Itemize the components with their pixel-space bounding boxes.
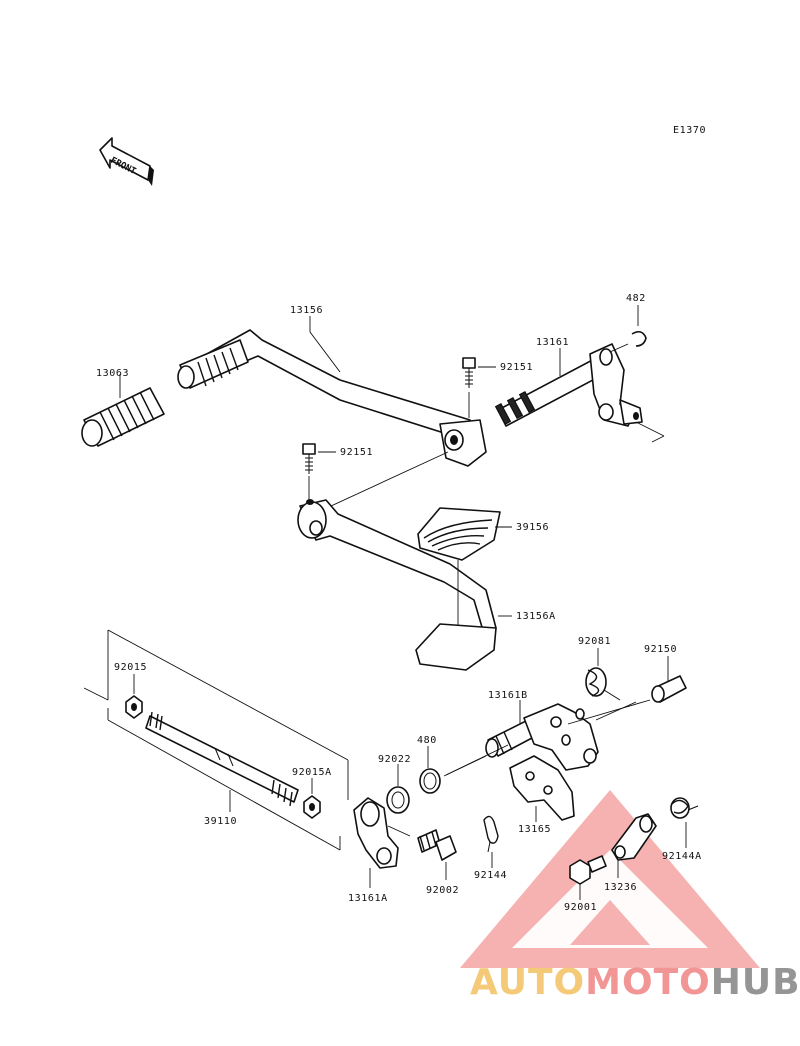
plate-13165 <box>509 755 575 822</box>
watermark-text: AUTOMOTOHUB <box>470 962 800 1003</box>
part-label-13236: 13236 <box>604 882 637 893</box>
part-label-13161A: 13161A <box>348 893 388 904</box>
spring-92144 <box>483 815 499 868</box>
svg-text:AUTOMOTOHUB: AUTOMOTOHUB <box>470 962 800 1003</box>
part-label-480: 480 <box>417 735 437 746</box>
part-label-92081: 92081 <box>578 636 611 647</box>
watermark-moto: MOTO <box>585 962 711 1003</box>
part-label-13161B: 13161B <box>488 690 528 701</box>
diagram-ref-code: E1370 <box>673 125 706 136</box>
pin-92150 <box>651 656 687 703</box>
assembly-line-1 <box>317 451 449 513</box>
spring-92081 <box>585 648 621 701</box>
spring-92144A <box>670 797 699 848</box>
part-label-13165: 13165 <box>518 824 551 835</box>
part-label-39156: 39156 <box>516 522 549 533</box>
washer-92022 <box>386 764 410 814</box>
watermark-logo <box>460 790 760 968</box>
part-label-92001: 92001 <box>564 902 597 913</box>
lever-13161A <box>353 797 399 888</box>
leader-lines <box>119 316 561 617</box>
watermark-auto: AUTO <box>470 962 585 1003</box>
arm-13236 <box>611 813 657 878</box>
brake-pad-39156 <box>417 507 501 626</box>
part-label-92015: 92015 <box>114 662 147 673</box>
nut-92015 <box>125 674 143 719</box>
part-label-13156: 13156 <box>290 305 323 316</box>
assembly-frame-lines <box>83 629 651 851</box>
part-label-92151-lower: 92151 <box>340 447 373 458</box>
watermark-triangle-core <box>570 900 650 945</box>
shift-pedal-13156 <box>177 329 487 467</box>
bolt-92151-upper <box>462 357 476 418</box>
nut-92015A <box>303 778 321 819</box>
shift-shaft-13161 <box>494 343 665 443</box>
bolt-92151-lower <box>302 443 316 500</box>
ring-480 <box>419 746 487 794</box>
footpeg-rubber-13063 <box>81 387 165 447</box>
part-label-39110: 39110 <box>204 816 237 827</box>
bolt-92002 <box>387 825 457 880</box>
part-label-13063: 13063 <box>96 368 129 379</box>
rod-39110 <box>145 711 299 812</box>
front-arrow-icon: FRONT <box>99 137 154 186</box>
part-label-92144A: 92144A <box>662 851 702 862</box>
part-label-13161: 13161 <box>536 337 569 348</box>
part-label-13156A: 13156A <box>516 611 556 622</box>
bolt-92001 <box>569 855 607 900</box>
part-label-92144: 92144 <box>474 870 507 881</box>
part-label-92151-upper: 92151 <box>500 362 533 373</box>
part-label-92015A: 92015A <box>292 767 332 778</box>
watermark-triangle-inner <box>512 850 708 948</box>
brake-pedal-13156A <box>297 499 497 671</box>
part-label-92022: 92022 <box>378 754 411 765</box>
part-label-92002: 92002 <box>426 885 459 896</box>
part-label-482: 482 <box>626 293 646 304</box>
part-label-92150: 92150 <box>644 644 677 655</box>
watermark-hub: HUB <box>711 962 800 1003</box>
circlip-482 <box>609 305 647 353</box>
